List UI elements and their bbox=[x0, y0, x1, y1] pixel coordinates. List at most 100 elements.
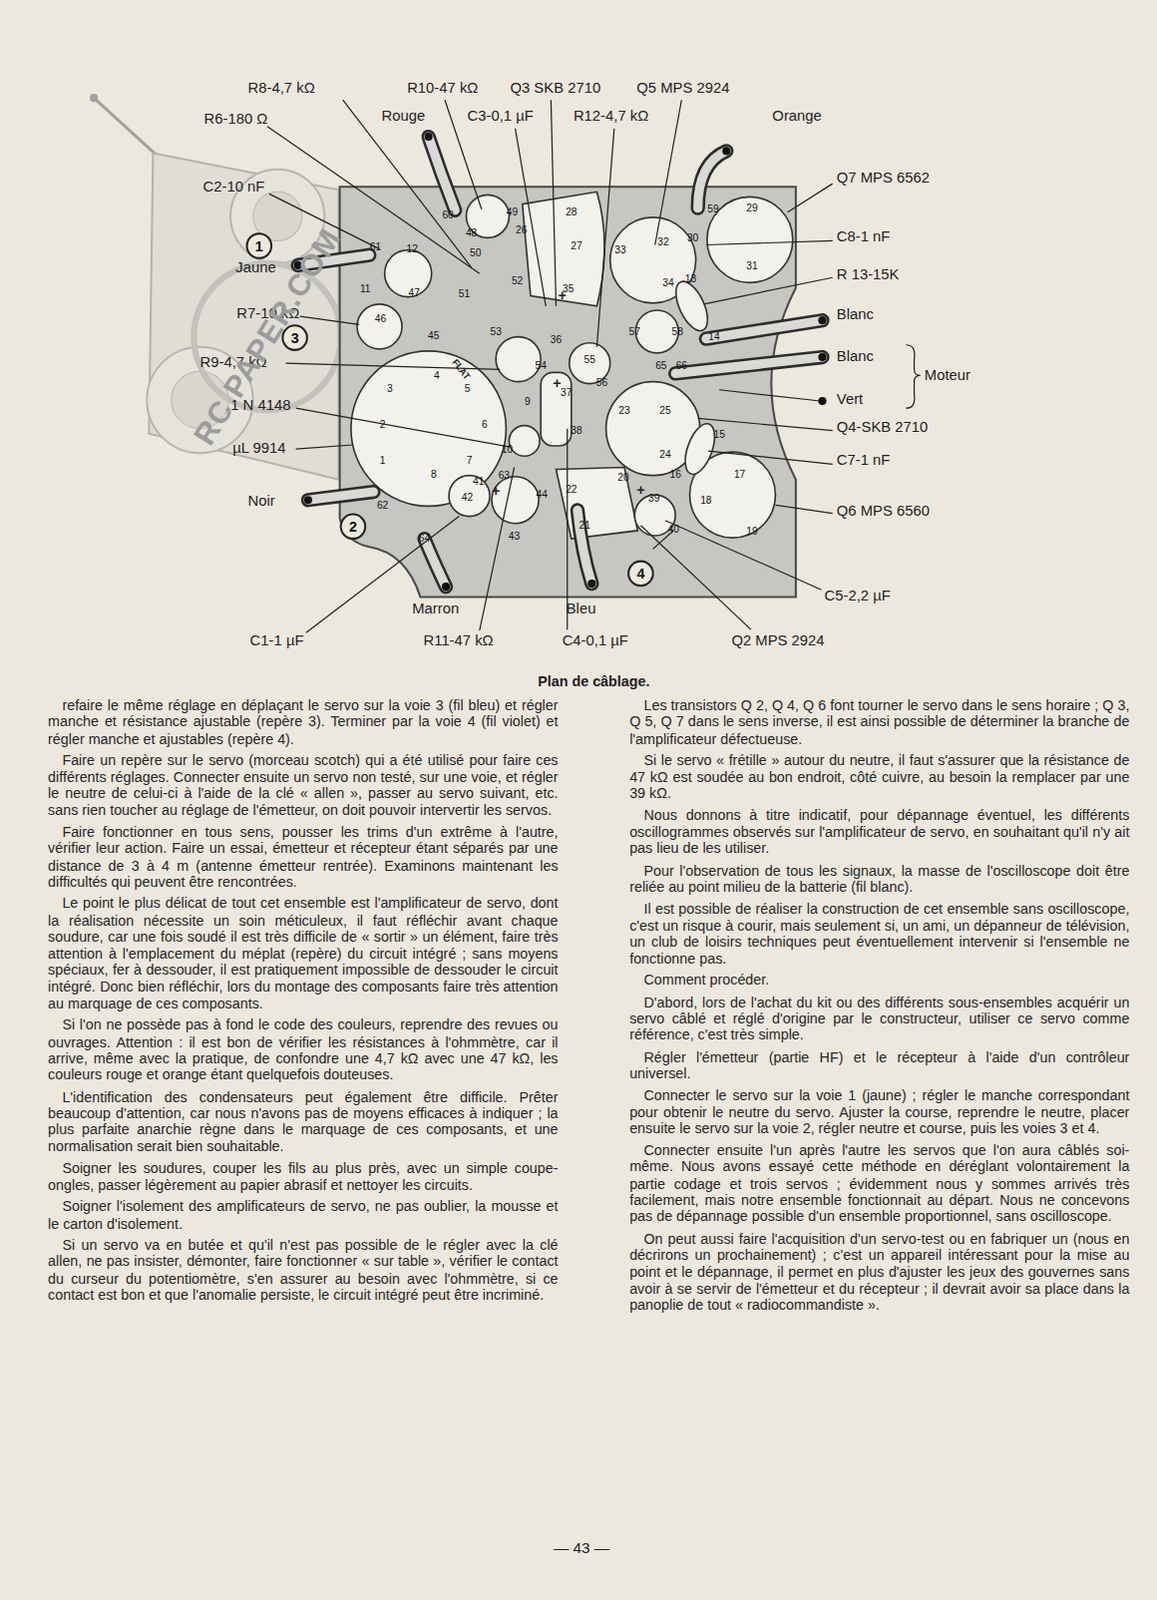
pad-number: 24 bbox=[659, 448, 671, 460]
body-paragraph: refaire le même réglage en déplaçant le … bbox=[47, 697, 558, 748]
figure-caption: Plan de câblage. bbox=[537, 673, 650, 690]
wires-part-part bbox=[577, 509, 592, 584]
component-label: Marron bbox=[411, 600, 459, 618]
component-label: C4-0,1 µF bbox=[562, 632, 629, 650]
pad-number: 53 bbox=[489, 326, 501, 338]
pad-number: 23 bbox=[618, 404, 630, 416]
component-label: R11-47 kΩ bbox=[423, 632, 494, 650]
body-paragraph: Comment procéder. bbox=[629, 971, 1130, 989]
wires-part-part bbox=[308, 491, 374, 500]
component-label: C8-1 nF bbox=[836, 228, 891, 246]
wires-part-part bbox=[428, 136, 456, 211]
pad-number: 16 bbox=[669, 468, 681, 480]
pad-number: 33 bbox=[614, 244, 626, 256]
wires-part-part bbox=[441, 582, 450, 591]
component-label: R12-4,7 kΩ bbox=[573, 107, 649, 125]
body-paragraph: L'identification des condensateurs peut … bbox=[47, 1088, 558, 1156]
leader-lines-part bbox=[285, 363, 500, 370]
wires-part bbox=[298, 136, 823, 587]
pad-number: 42 bbox=[461, 491, 473, 503]
component-label: C3-0,1 µF bbox=[467, 107, 534, 125]
pad-number: 40 bbox=[667, 523, 679, 535]
wires-part-part bbox=[424, 132, 433, 141]
pad-number: 66 bbox=[676, 360, 688, 372]
wires-part-part bbox=[698, 150, 728, 208]
component-label: Jaune bbox=[235, 258, 276, 276]
page-number: — 43 — bbox=[553, 1539, 610, 1556]
polarity-mark: + bbox=[636, 482, 645, 497]
body-paragraph: Nous donnons à titre indicatif, pour dép… bbox=[629, 806, 1130, 857]
pad-number: 31 bbox=[746, 259, 758, 271]
pad-number: 22 bbox=[565, 482, 577, 494]
callout-number: 4 bbox=[636, 565, 645, 582]
component-outlines-part bbox=[465, 194, 509, 238]
wires-part-part bbox=[675, 357, 822, 374]
wires-part-part bbox=[424, 538, 446, 587]
component-label: Q3 SKB 2710 bbox=[509, 78, 601, 96]
wires-part-part bbox=[587, 579, 596, 588]
leader-lines-part bbox=[706, 240, 833, 245]
callout-number: 3 bbox=[291, 329, 300, 346]
leader-lines-part bbox=[655, 99, 683, 245]
leader-lines bbox=[267, 99, 921, 633]
body-paragraph: Régler l'émetteur (partie HF) et le réce… bbox=[629, 1048, 1130, 1082]
leader-lines-part bbox=[566, 428, 568, 631]
leader-lines-part bbox=[300, 316, 360, 325]
pad-number: 63 bbox=[498, 469, 510, 481]
leader-lines-part bbox=[708, 450, 833, 464]
callout-circle: 1 bbox=[246, 232, 274, 260]
component-label: Rouge bbox=[382, 107, 426, 125]
component-outlines-part bbox=[508, 425, 540, 457]
component-outlines-part bbox=[357, 304, 402, 350]
component-label: R10-47 kΩ bbox=[406, 78, 478, 96]
pad-number: 18 bbox=[700, 494, 712, 506]
wires-part-part bbox=[706, 320, 823, 339]
callout-number: 1 bbox=[255, 237, 264, 254]
leader-lines-part bbox=[719, 389, 820, 401]
leader-lines-part bbox=[596, 128, 614, 348]
pad-number: 55 bbox=[584, 353, 596, 365]
leader-lines-part bbox=[787, 183, 833, 213]
component-outlines-part bbox=[495, 337, 541, 383]
pad-number: 35 bbox=[562, 283, 574, 295]
pad-number: 28 bbox=[565, 206, 577, 218]
component-label: Vert bbox=[836, 389, 863, 407]
pad-number: 37 bbox=[560, 386, 572, 398]
pad-number: 14 bbox=[708, 331, 720, 343]
pad-number: 57 bbox=[629, 326, 641, 338]
pad-number: 51 bbox=[458, 288, 470, 300]
component-outlines-part bbox=[491, 476, 539, 524]
polarity-mark: + bbox=[491, 483, 500, 498]
pad-number: 45 bbox=[427, 330, 439, 342]
pad-number: 27 bbox=[570, 240, 582, 252]
pad-number: 39 bbox=[648, 492, 660, 504]
pad-number: 64 bbox=[418, 531, 430, 543]
pad-number: 10 bbox=[501, 442, 513, 454]
text-column: Les transistors Q 2, Q 4, Q 6 font tourn… bbox=[629, 697, 1130, 1319]
pad-number: 29 bbox=[746, 202, 758, 214]
leader-lines-part bbox=[665, 520, 822, 591]
pad-number: 61 bbox=[370, 241, 382, 253]
pad-number: 65 bbox=[655, 360, 667, 372]
pad-number: 17 bbox=[734, 468, 746, 480]
pad-number: 43 bbox=[508, 529, 520, 541]
wires-part bbox=[294, 132, 827, 591]
pad-number: 56 bbox=[596, 377, 608, 388]
leader-lines-part bbox=[774, 504, 832, 513]
component-outlines-part bbox=[351, 351, 506, 506]
pad-number: 62 bbox=[377, 499, 388, 511]
pad-number: 7 bbox=[466, 454, 473, 466]
pad-number: 32 bbox=[657, 236, 669, 248]
flat-mark: FLAT bbox=[449, 357, 472, 382]
component-label: C7-1 nF bbox=[836, 451, 891, 469]
component-label: C1-1 µF bbox=[250, 632, 305, 650]
component-outlines-part bbox=[448, 475, 490, 517]
pad-number: 48 bbox=[465, 227, 477, 239]
callout-number: 2 bbox=[349, 518, 358, 535]
body-paragraph: D'abord, lors de l'achat du kit ou des d… bbox=[629, 993, 1130, 1044]
component-label: R8-4,7 kΩ bbox=[248, 78, 316, 96]
component-label: C5-2,2 µF bbox=[824, 587, 891, 605]
body-paragraph: Faire fonctionner en tous sens, pousser … bbox=[47, 823, 558, 891]
component-outlines-part bbox=[385, 250, 432, 298]
